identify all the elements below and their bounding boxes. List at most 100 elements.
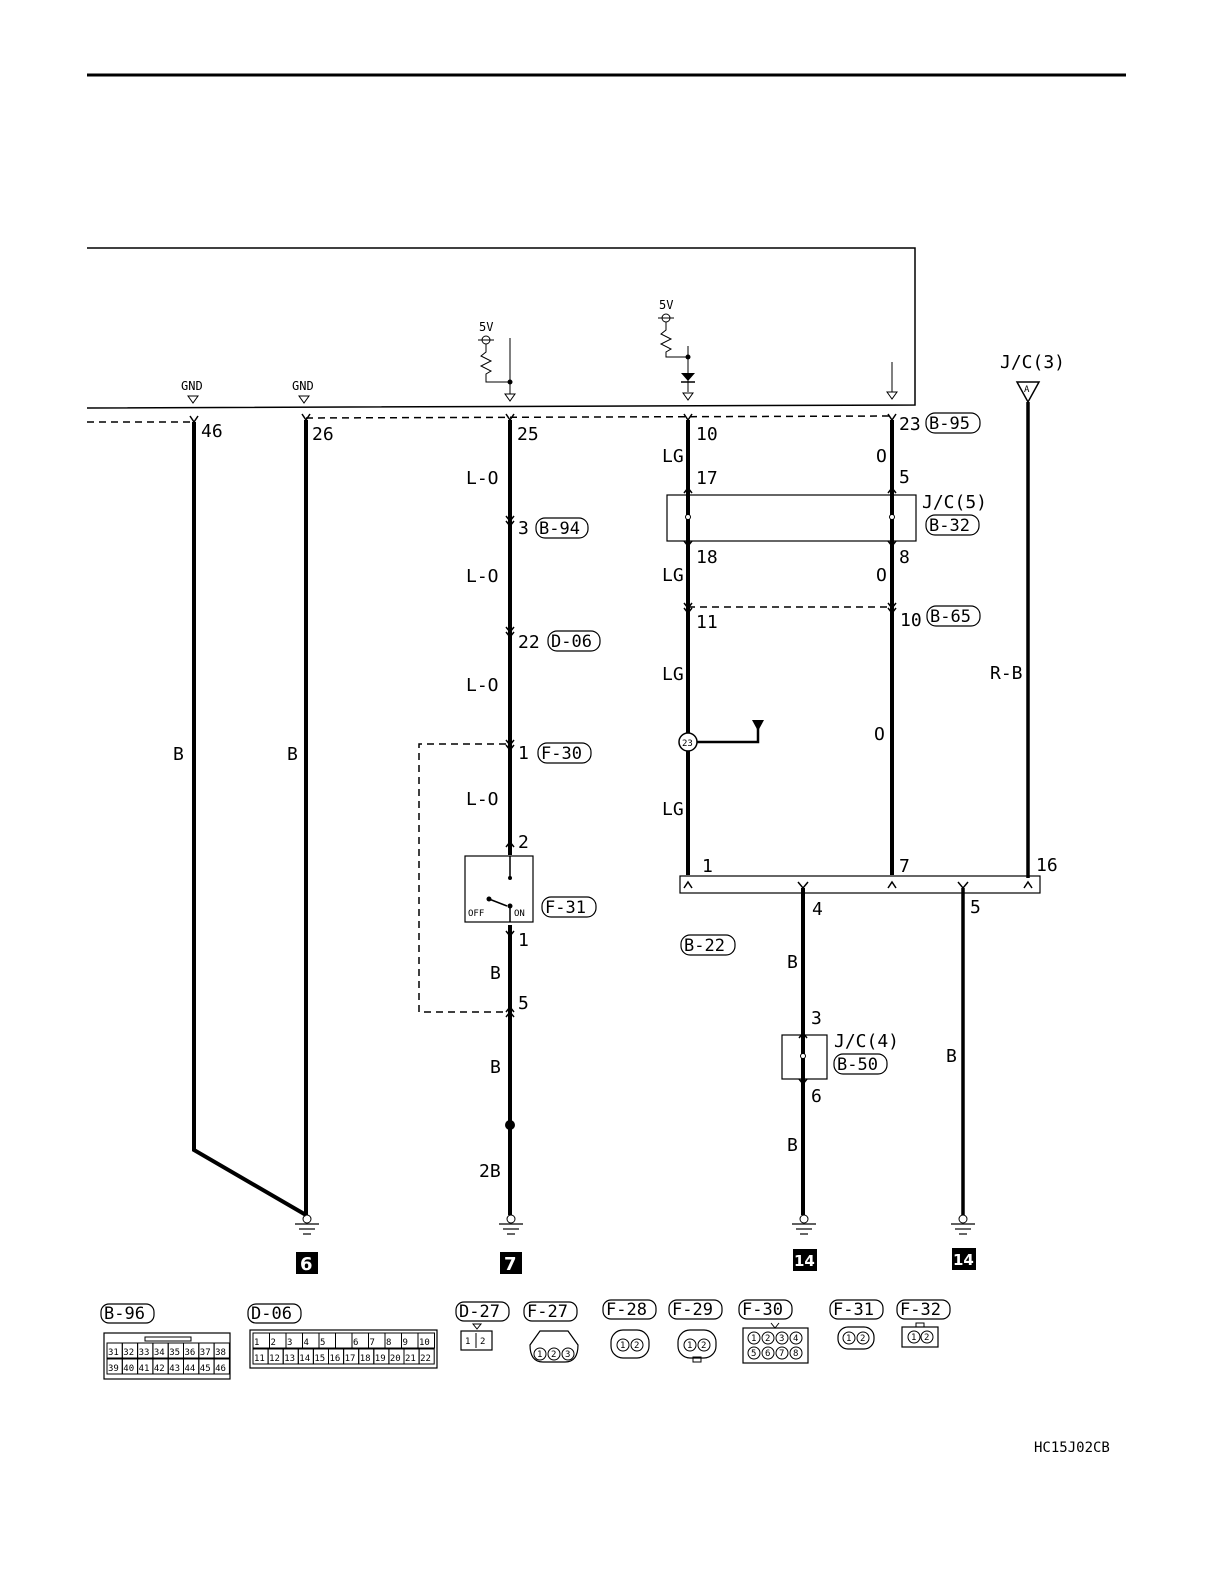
svg-text:2: 2 xyxy=(518,832,529,853)
ground-symbol-14b: 14 xyxy=(951,1214,976,1270)
pullup-5v-25: 5V xyxy=(478,320,516,402)
legend-pin: 4 xyxy=(304,1338,309,1348)
legend-f32: F-32 1 2 xyxy=(896,1299,951,1348)
wire-pin5: 5 B xyxy=(946,888,981,1215)
legend-pin: 8 xyxy=(793,1349,798,1359)
svg-text:3: 3 xyxy=(565,1350,570,1360)
svg-text:R-B: R-B xyxy=(990,663,1023,684)
wire-pin10: 10 LG 17 18 LG 11 LG 23 LG 1 xyxy=(662,413,764,877)
legend-pin: 22 xyxy=(420,1354,431,1364)
legend-f29: F-29 1 2 xyxy=(668,1299,723,1363)
legend-pin: 15 xyxy=(314,1354,325,1364)
svg-text:D-06: D-06 xyxy=(551,632,592,652)
svg-text:B: B xyxy=(490,963,501,984)
svg-text:LG: LG xyxy=(662,664,684,685)
legend-pin: 13 xyxy=(284,1354,295,1364)
svg-text:5: 5 xyxy=(899,467,910,488)
legend-pin: 34 xyxy=(154,1348,165,1358)
svg-text:2: 2 xyxy=(924,1333,929,1343)
svg-text:B: B xyxy=(287,744,298,765)
svg-text:2B: 2B xyxy=(479,1161,501,1182)
svg-text:O: O xyxy=(876,446,887,467)
svg-text:1: 1 xyxy=(702,856,713,877)
svg-text:F-31: F-31 xyxy=(833,1300,874,1320)
legend-pin: 2 xyxy=(765,1334,770,1344)
legend-pin: 6 xyxy=(765,1349,770,1359)
svg-text:F-32: F-32 xyxy=(900,1300,941,1320)
svg-text:7: 7 xyxy=(504,1254,517,1275)
legend-pin: 39 xyxy=(108,1364,119,1374)
svg-text:F-30: F-30 xyxy=(742,1300,783,1320)
legend-pin: 37 xyxy=(200,1348,211,1358)
svg-text:ON: ON xyxy=(514,909,525,919)
legend-pin: 18 xyxy=(360,1354,371,1364)
legend-pin: 20 xyxy=(390,1354,401,1364)
legend-pin: 5 xyxy=(751,1349,756,1359)
svg-text:GND: GND xyxy=(181,379,203,393)
legend-pin: 31 xyxy=(108,1348,119,1358)
legend-pin: 6 xyxy=(353,1338,358,1348)
svg-text:O: O xyxy=(876,565,887,586)
legend-pin: 41 xyxy=(139,1364,150,1374)
svg-text:4: 4 xyxy=(812,899,823,920)
svg-text:B-22: B-22 xyxy=(684,936,725,956)
legend-pin: 36 xyxy=(185,1348,196,1358)
svg-text:L-O: L-O xyxy=(466,566,499,587)
legend-pin: 19 xyxy=(375,1354,386,1364)
svg-text:6: 6 xyxy=(811,1086,822,1107)
svg-text:B-65: B-65 xyxy=(930,607,971,627)
legend-pin: 35 xyxy=(169,1348,180,1358)
svg-text:1: 1 xyxy=(687,1341,692,1351)
svg-text:2: 2 xyxy=(551,1350,556,1360)
legend-pin: 7 xyxy=(779,1349,784,1359)
figure-code: HC15J02CB xyxy=(1034,1440,1110,1456)
svg-text:23: 23 xyxy=(899,414,921,435)
svg-text:2: 2 xyxy=(480,1337,485,1347)
legend-pin: 16 xyxy=(330,1354,341,1364)
legend-f31: F-31 1 2 xyxy=(829,1299,884,1350)
svg-text:1: 1 xyxy=(911,1333,916,1343)
legend-pin: 3 xyxy=(779,1334,784,1344)
wire-pin23: 23 B-95 O 5 8 O 10 B-65 O 7 xyxy=(874,412,981,877)
svg-text:B: B xyxy=(490,1057,501,1078)
legend-pin: 8 xyxy=(386,1338,391,1348)
legend-pin: 17 xyxy=(345,1354,356,1364)
svg-text:5: 5 xyxy=(518,993,529,1014)
ground-symbol-6: 6 xyxy=(295,1214,319,1275)
svg-text:8: 8 xyxy=(899,547,910,568)
svg-text:B-95: B-95 xyxy=(929,414,970,434)
wire-pin4: 4 B 3 J/C(4) B-50 6 B xyxy=(781,888,899,1215)
jc3-marker: J/C(3) A xyxy=(1000,352,1065,404)
legend-pin: 42 xyxy=(154,1364,165,1374)
svg-text:J/C(3): J/C(3) xyxy=(1000,352,1065,373)
svg-text:L-O: L-O xyxy=(466,675,499,696)
legend-pin: 1 xyxy=(254,1338,259,1348)
svg-text:F-28: F-28 xyxy=(606,1300,647,1320)
svg-text:23: 23 xyxy=(682,739,693,749)
svg-text:7: 7 xyxy=(899,856,910,877)
legend-pin: 43 xyxy=(169,1364,180,1374)
svg-text:17: 17 xyxy=(696,468,718,489)
legend-pin: 45 xyxy=(200,1364,211,1374)
legend-f28: F-28 1 2 xyxy=(602,1299,657,1359)
svg-text:10: 10 xyxy=(696,424,718,445)
b22-bar: B-22 xyxy=(679,875,1041,956)
wire-pin26: 26 B xyxy=(287,413,334,1215)
svg-text:F-30: F-30 xyxy=(541,744,582,764)
svg-text:F-31: F-31 xyxy=(545,898,586,918)
svg-text:5V: 5V xyxy=(479,320,493,334)
svg-text:D-27: D-27 xyxy=(459,1302,500,1322)
svg-text:16: 16 xyxy=(1036,855,1058,876)
legend-pin: 9 xyxy=(403,1338,408,1348)
svg-text:2: 2 xyxy=(701,1341,706,1351)
svg-text:1: 1 xyxy=(537,1350,542,1360)
svg-text:14: 14 xyxy=(794,1252,815,1270)
svg-text:B: B xyxy=(787,952,798,973)
svg-text:D-06: D-06 xyxy=(251,1304,292,1324)
svg-text:J/C(5): J/C(5) xyxy=(922,492,987,513)
legend-d27: D-27 1 2 xyxy=(455,1301,510,1351)
legend-pin: 7 xyxy=(370,1338,375,1348)
svg-text:LG: LG xyxy=(662,446,684,467)
svg-text:22: 22 xyxy=(518,632,540,653)
